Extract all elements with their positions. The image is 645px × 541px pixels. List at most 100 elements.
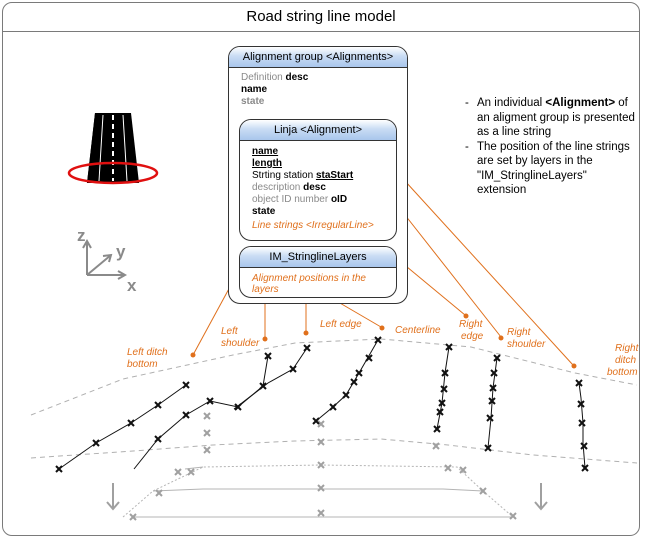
x-marker: [317, 484, 325, 492]
x-marker: [203, 412, 211, 420]
x-marker: [444, 464, 452, 472]
x-marker: [493, 354, 501, 362]
x-marker: [479, 487, 487, 495]
x-marker: [154, 435, 162, 443]
x-marker: [575, 379, 583, 387]
axis-icon: [82, 238, 128, 280]
x-marker: [365, 354, 373, 362]
x-marker: [154, 401, 162, 409]
x-marker: [174, 468, 182, 476]
x-marker: [433, 425, 441, 433]
x-marker: [438, 399, 446, 407]
x-marker: [182, 411, 190, 419]
x-marker: [577, 400, 585, 408]
attr-description: description desc: [252, 182, 326, 193]
x-marker: [317, 420, 325, 428]
x-marker: [317, 438, 325, 446]
x-marker: [127, 419, 135, 427]
connector-lines: [192, 180, 574, 366]
x-marker: [350, 378, 358, 386]
linja-attributes: name length Strting station staStart des…: [240, 141, 396, 231]
x-marker: [289, 365, 297, 373]
axis-label-y: y: [116, 242, 126, 261]
string-left-edge: [233, 347, 308, 410]
x-marker: [432, 442, 440, 450]
attr-length: length: [252, 158, 282, 169]
x-marker: [440, 385, 448, 393]
down-arrow-icon: [106, 483, 120, 511]
x-marker: [355, 369, 363, 377]
x-marker: [92, 439, 100, 447]
x-marker: [509, 512, 517, 520]
stringline-layers-header: IM_StringlineLayers: [240, 247, 396, 268]
x-marker: [484, 444, 492, 452]
gray-x-markers: [129, 412, 517, 521]
stringline-layers-box[interactable]: IM_StringlineLayers Alignment positions …: [239, 246, 397, 298]
attr-state: state: [252, 206, 276, 217]
attr-oid: object ID number oID: [252, 194, 348, 205]
attr-state: state: [241, 96, 265, 107]
x-marker: [578, 419, 586, 427]
explanation-note: -An individual <Alignment> of an aligmen…: [465, 96, 635, 198]
note-item-2: -The position of the line strings are se…: [465, 140, 630, 197]
x-marker: [264, 352, 272, 360]
diagram-title: Road string line model: [246, 8, 396, 25]
x-marker: [129, 513, 137, 521]
label-centerline: Centerline: [395, 325, 441, 336]
x-marker: [486, 414, 494, 422]
down-arrow-icon: [534, 483, 548, 511]
x-marker: [317, 509, 325, 517]
string-left-ditch: [58, 384, 187, 470]
black-x-markers: [55, 336, 589, 473]
x-marker: [155, 489, 163, 497]
x-marker: [489, 384, 497, 392]
x-marker: [303, 344, 311, 352]
diagram-frame: Road string line model: [2, 2, 640, 536]
title-bar: Road string line model: [3, 3, 639, 32]
string-centerline: [315, 339, 379, 422]
x-marker: [182, 381, 190, 389]
x-marker: [203, 446, 211, 454]
x-marker: [342, 391, 350, 399]
connector-dots: [190, 313, 577, 369]
cross-section-profiles: [30, 338, 638, 464]
road-icon: [67, 113, 159, 185]
x-marker: [312, 417, 320, 425]
x-marker: [234, 403, 242, 411]
linja-box[interactable]: Linja <Alignment> name length Strting st…: [239, 119, 397, 241]
alignment-group-attributes: Definition desc name state: [229, 68, 407, 108]
attr-definition: Definition desc: [241, 72, 309, 83]
label-left-edge: Left edge: [320, 319, 362, 330]
stringline-layers-footer: Alignment positions in the layers: [252, 273, 366, 295]
attr-name: name: [241, 84, 268, 95]
x-marker: [441, 369, 449, 377]
alignment-group-header: Alignment group <Alignments>: [229, 47, 407, 68]
profile-back: [30, 338, 638, 416]
profile-front: [30, 438, 638, 464]
x-marker: [187, 468, 195, 476]
note-item-1: -An individual <Alignment> of an aligmen…: [465, 97, 635, 138]
x-marker: [490, 369, 498, 377]
x-marker: [436, 408, 444, 416]
string-left-shoulder: [133, 355, 269, 470]
stringline-layers-attributes: Alignment positions in the layers: [240, 268, 396, 295]
x-marker: [55, 465, 63, 473]
x-marker: [488, 397, 496, 405]
axis-label-x: x: [127, 276, 137, 295]
x-marker: [374, 336, 382, 344]
x-marker: [329, 403, 337, 411]
attr-name: name: [252, 146, 279, 157]
x-marker: [459, 466, 467, 474]
linja-footer: Line strings <IrregularLine>: [252, 220, 374, 231]
x-marker: [206, 397, 214, 405]
x-marker: [580, 442, 588, 450]
x-marker: [445, 343, 453, 351]
linja-header: Linja <Alignment>: [240, 120, 396, 141]
x-marker: [317, 461, 325, 469]
